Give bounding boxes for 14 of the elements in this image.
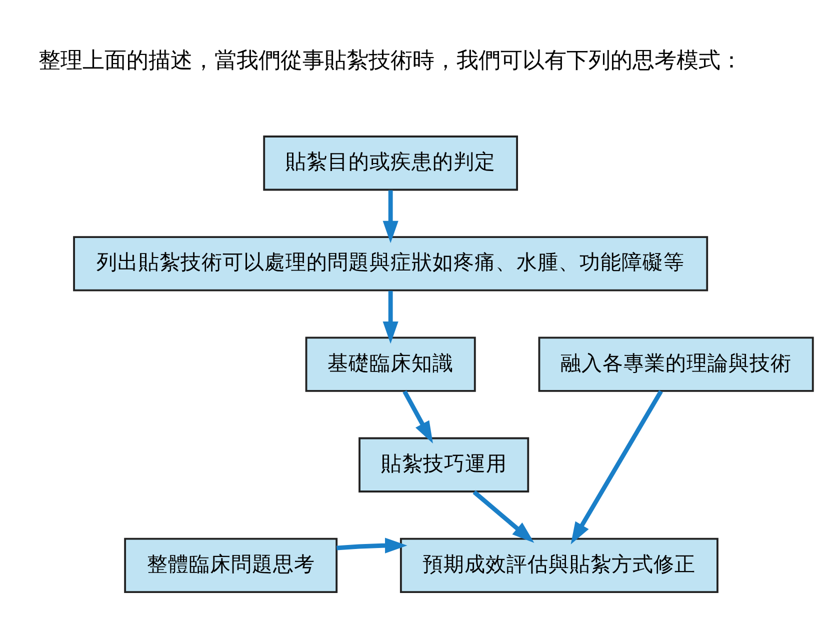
arrow — [402, 390, 433, 444]
label: 整理上面的描述，當我們從事貼紮技術時，我們可以有下列的思考模式： — [38, 48, 743, 74]
arrow — [382, 290, 398, 344]
node-box: 預期成效評估與貼紮方式修正 — [400, 538, 718, 594]
node-box: 列出貼紮技術可以處理的問題與症狀如疼痛、水腫、功能障礙等 — [73, 236, 708, 292]
node-box: 基礎臨床知識 — [305, 336, 476, 392]
arrow — [336, 538, 408, 554]
node-box: 貼紮目的或疾患的判定 — [263, 136, 518, 191]
node-box: 貼紮技巧運用 — [358, 437, 530, 492]
node-box: 整體臨床問題思考 — [124, 538, 338, 594]
arrow — [570, 390, 663, 544]
arrow — [472, 490, 534, 543]
arrow — [382, 190, 398, 244]
node-box: 融入各專業的理論與技術 — [538, 336, 814, 392]
